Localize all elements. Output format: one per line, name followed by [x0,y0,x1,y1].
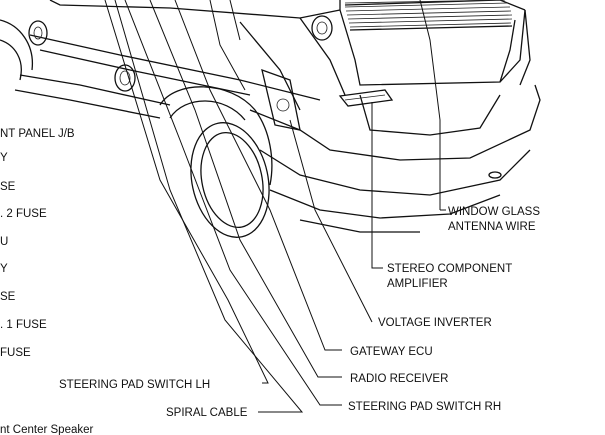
label-front-center-speaker: nt Center Speaker [0,424,94,435]
label-voltage-inverter: VOLTAGE INVERTER [378,317,492,329]
label-antenna-wire: ANTENNA WIRE [448,221,536,233]
label-radio-receiver: RADIO RECEIVER [350,373,448,385]
left-label-relay-1: Y [0,152,8,164]
left-label-no2-fuse: . 2 FUSE [0,208,47,220]
left-label-relay-2: Y [0,263,8,275]
label-ticks [258,382,302,413]
callout-labels: WINDOW GLASS ANTENNA WIRE STEREO COMPONE… [0,206,540,435]
left-label-panel-jb: NT PANEL J/B [0,128,75,140]
label-steering-pad-switch-lh: STEERING PAD SWITCH LH [59,379,210,391]
rear-window-antenna-grid [344,0,513,31]
label-stereo-component: STEREO COMPONENT [387,263,512,275]
vehicle-outline [0,0,541,238]
left-label-fuse-2: SE [0,291,16,303]
label-gateway-ecu: GATEWAY ECU [350,346,433,358]
left-label-fuse-3: FUSE [0,347,31,359]
left-label-column: NT PANEL J/B Y SE . 2 FUSE U Y SE . 1 FU… [0,128,75,359]
label-amplifier: AMPLIFIER [387,278,448,290]
label-spiral-cable: SPIRAL CABLE [166,407,248,419]
left-label-no1-fuse: . 1 FUSE [0,319,47,331]
left-label-fuse-1: SE [0,181,16,193]
label-window-glass: WINDOW GLASS [448,206,540,218]
left-label-ecu: U [0,236,8,248]
label-steering-pad-switch-rh: STEERING PAD SWITCH RH [348,401,501,413]
